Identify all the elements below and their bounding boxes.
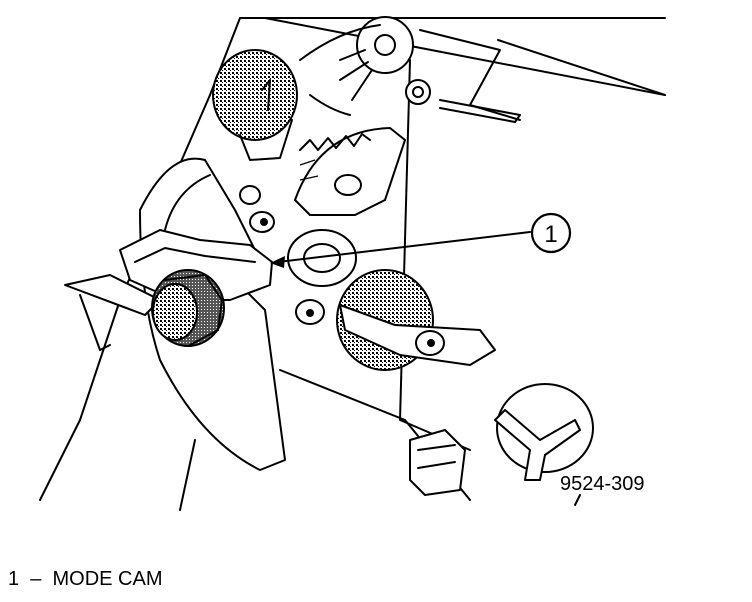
callout-1: 1 <box>530 212 572 254</box>
top-knob <box>212 49 298 161</box>
figure-id: 9524-309 <box>560 473 645 495</box>
caption: 1 – MODE CAM <box>8 568 163 590</box>
gear-segment <box>294 127 406 216</box>
lower-knob <box>336 269 496 371</box>
ring-washer <box>287 229 357 287</box>
round-fitting <box>494 383 594 481</box>
mounting-posts <box>239 174 362 325</box>
callout-number: 1 <box>544 221 557 248</box>
callout-leader <box>270 231 531 268</box>
cam-drum <box>151 269 225 347</box>
figure-id-label: 9524-309 <box>560 473 645 506</box>
bottom-clip <box>409 429 466 496</box>
upper-pulley <box>299 16 431 116</box>
